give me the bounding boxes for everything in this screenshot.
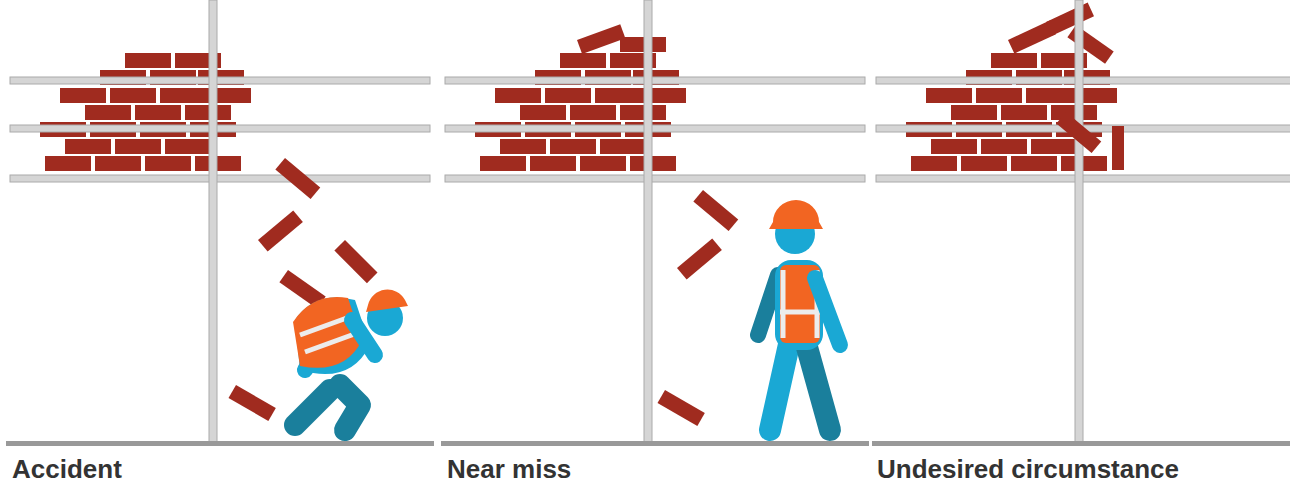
panel-caption: Undesired circumstance <box>877 454 1179 485</box>
panel-caption: Near miss <box>447 454 571 485</box>
panel-caption: Accident <box>12 454 122 485</box>
near-miss-scene <box>441 0 869 446</box>
standing-worker <box>758 200 840 430</box>
undesired-circumstance-scene <box>872 0 1290 446</box>
injured-worker <box>293 290 408 430</box>
accident-scene <box>6 0 434 446</box>
